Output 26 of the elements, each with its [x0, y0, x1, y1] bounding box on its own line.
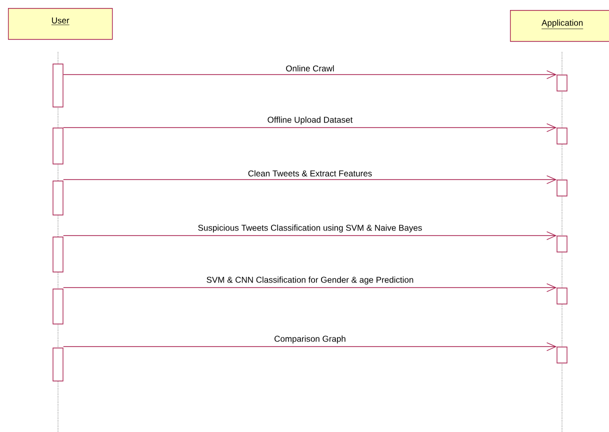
activation-bar: [52, 236, 64, 272]
activation-bar: [52, 288, 64, 324]
activation-bar: [52, 348, 64, 382]
activation-bar: [52, 180, 64, 216]
activation-bar: [556, 236, 568, 252]
lifeline-header: Application: [510, 10, 609, 42]
lifeline-header: User: [8, 8, 113, 40]
activation-bar: [556, 288, 568, 304]
message-label: Offline Upload Dataset: [268, 116, 353, 124]
message-arrow: [63, 123, 557, 132]
message-label: SVM & CNN Classification for Gender & age Prediction: [206, 276, 414, 284]
message-arrow: [63, 70, 557, 79]
message-arrow: [63, 175, 557, 184]
activation-bar: [556, 346, 568, 364]
message-label: Clean Tweets & Extract Features: [248, 170, 372, 176]
message-label: Suspicious Tweets Classification using SVM & Naive Bayes: [198, 224, 422, 232]
message-arrow: [63, 342, 557, 351]
message-arrow: [63, 231, 557, 240]
message-arrow: [63, 283, 557, 292]
activation-bar: [52, 128, 64, 164]
message-label: Comparison Graph: [274, 336, 346, 344]
activation-bar: [556, 180, 568, 196]
activation-bar: [556, 128, 568, 144]
activation-bar: [52, 64, 64, 108]
message-label: Online Crawl: [286, 65, 334, 72]
activation-bar: [556, 74, 568, 92]
